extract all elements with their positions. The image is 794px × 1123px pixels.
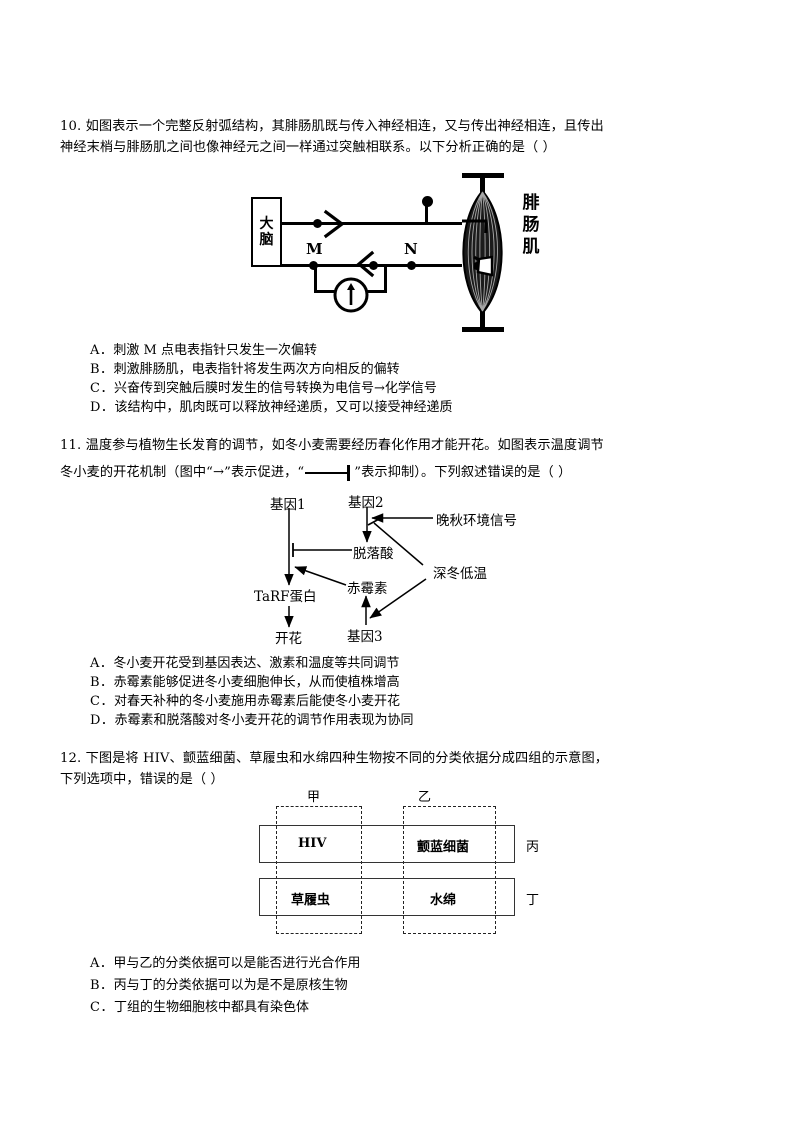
node-ga: 赤霉素 (347, 581, 388, 597)
option-d-text: 该结构中，肌肉既可以释放神经递质，又可以接受神经递质 (114, 400, 453, 415)
gastrocnemius-muscle-icon (462, 173, 504, 332)
question-11-option-d[interactable]: D．赤霉素和脱落酸对冬小麦开花的调节作用表现为协同 (90, 711, 413, 730)
cell-spirogyra: 水绵 (430, 893, 457, 908)
point-n-dot (407, 261, 416, 270)
cell-hiv: HIV (298, 836, 327, 851)
afferent-electrode-bulb (422, 196, 433, 207)
galvanometer-left-lead (314, 265, 317, 293)
option-c-text: 对春天补种的冬小麦施用赤霉素后能使冬小麦开花 (113, 694, 400, 709)
option-d-label: D． (90, 400, 115, 415)
row-header-ding: 丁 (526, 893, 540, 908)
point-n-label: N (404, 240, 418, 258)
afferent-dot (313, 219, 322, 228)
dashed-column-jia (276, 806, 362, 934)
inhibition-symbol-icon (305, 464, 353, 481)
solid-row-bing (259, 825, 515, 863)
column-header-jia: 甲 (307, 790, 321, 805)
question-10-option-d[interactable]: D．该结构中，肌肉既可以释放神经递质，又可以接受神经递质 (90, 398, 452, 417)
option-b-text: 丙与丁的分类依据可以为是不是原核生物 (113, 978, 348, 993)
cell-cyanobacteria: 颤蓝细菌 (417, 840, 470, 855)
option-a-text: 刺激 M 点电表指针只发生一次偏转 (113, 343, 317, 358)
question-11-option-b[interactable]: B．赤霉素能够促进冬小麦细胞伸长，从而使植株增高 (90, 673, 400, 692)
wheat-flowering-mechanism-diagram: 基因1 基因2 晚秋环境信号 脱落酸 深冬低温 赤霉素 TaRF蛋白 基因3 开… (248, 487, 558, 647)
option-b-label: B． (90, 675, 114, 690)
afferent-nerve-wire (282, 222, 462, 225)
option-c-text: 兴奋传到突触后膜时发生的信号转换为电信号→化学信号 (113, 381, 437, 396)
option-b-text: 赤霉素能够促进冬小麦细胞伸长，从而使植株增高 (113, 675, 400, 690)
efferent-synapse-chevron-icon (356, 250, 375, 278)
galvanometer-left-lead-h (314, 290, 340, 293)
question-11-stem-line-1: 11. 温度参与植物生长发育的调节，如冬小麦需要经历春化作用才能开花。如图表示温… (60, 438, 604, 453)
question-12-option-b[interactable]: B．丙与丁的分类依据可以为是不是原核生物 (90, 976, 348, 995)
node-tarf-protein: TaRF蛋白 (254, 589, 317, 605)
question-12-option-c[interactable]: C．丁组的生物细胞核中都具有染色体 (90, 998, 309, 1017)
option-a-label: A． (90, 656, 114, 671)
brain-label-char-1: 大 (259, 216, 274, 232)
option-b-label: B． (90, 978, 114, 993)
solid-row-ding (259, 878, 515, 916)
afferent-electrode-stalk (425, 204, 428, 223)
node-gene2: 基因2 (348, 495, 384, 511)
option-d-label: D． (90, 713, 115, 728)
reflex-arc-diagram: 大 脑 M N (248, 172, 548, 337)
question-10-option-a[interactable]: A．刺激 M 点电表指针只发生一次偏转 (90, 341, 317, 360)
question-12-stem-line-1: 12. 下图是将 HIV、颤蓝细菌、草履虫和水绵四种生物按不同的分类依据分成四组… (60, 751, 609, 766)
option-a-text: 甲与乙的分类依据可以是能否进行光合作用 (113, 956, 361, 971)
row-header-bing: 丙 (526, 840, 540, 855)
brain-box: 大 脑 (251, 197, 282, 267)
point-m-dot (309, 261, 318, 270)
node-flowering: 开花 (275, 631, 302, 647)
organism-classification-diagram: 甲 乙 丙 丁 HIV 颤蓝细菌 草履虫 水绵 (258, 786, 558, 936)
dashed-column-yi (403, 806, 496, 934)
option-a-label: A． (90, 956, 114, 971)
option-d-text: 赤霉素和脱落酸对冬小麦开花的调节作用表现为协同 (114, 713, 414, 728)
node-late-autumn-signal: 晚秋环境信号 (436, 513, 517, 529)
node-gene1: 基因1 (270, 497, 306, 513)
question-12-stem-line-2: 下列选项中，错误的是（ ） (60, 772, 224, 787)
option-a-label: A． (90, 343, 114, 358)
brain-label-char-2: 脑 (259, 232, 274, 248)
question-11-stem-line-2-part-a: 冬小麦的开花机制（图中“→”表示促进，“ (60, 465, 305, 480)
flowering-mechanism-arrows (284, 507, 433, 628)
question-10-stem-line-1: 10. 如图表示一个完整反射弧结构，其腓肠肌既与传入神经相连，又与传出神经相连，… (60, 119, 604, 134)
muscle-label-char-3: 肌 (522, 237, 540, 257)
point-m-label: M (306, 240, 323, 258)
node-aba: 脱落酸 (353, 546, 394, 562)
option-c-label: C． (90, 1000, 114, 1015)
option-b-text: 刺激腓肠肌，电表指针将发生两次方向相反的偏转 (113, 362, 400, 377)
efferent-synapse-dot (369, 261, 378, 270)
galvanometer-right-lead (384, 265, 387, 293)
muscle-label-char-1: 腓 (522, 193, 540, 213)
node-deep-winter-cold: 深冬低温 (433, 566, 487, 582)
option-c-text: 丁组的生物细胞核中都具有染色体 (113, 1000, 309, 1015)
cell-paramecium: 草履虫 (291, 893, 331, 908)
muscle-label-char-2: 肠 (522, 215, 540, 235)
gastrocnemius-label: 腓 肠 肌 (520, 192, 542, 258)
option-a-text: 冬小麦开花受到基因表达、激素和温度等共同调节 (113, 656, 400, 671)
option-c-label: C． (90, 694, 114, 709)
node-gene3: 基因3 (347, 629, 383, 645)
option-c-label: C． (90, 381, 114, 396)
option-b-label: B． (90, 362, 114, 377)
question-10-option-b[interactable]: B．刺激腓肠肌，电表指针将发生两次方向相反的偏转 (90, 360, 400, 379)
question-10-option-c[interactable]: C．兴奋传到突触后膜时发生的信号转换为电信号→化学信号 (90, 379, 437, 398)
question-11-option-c[interactable]: C．对春天补种的冬小麦施用赤霉素后能使冬小麦开花 (90, 692, 400, 711)
afferent-synapse-chevron-icon (323, 209, 345, 239)
galvanometer-right-lead-h (361, 290, 387, 293)
column-header-yi: 乙 (418, 790, 432, 805)
question-11-option-a[interactable]: A．冬小麦开花受到基因表达、激素和温度等共同调节 (90, 654, 399, 673)
galvanometer-icon (333, 277, 369, 313)
question-10-stem-line-2: 神经末梢与腓肠肌之间也像神经元之间一样通过突触相联系。以下分析正确的是（ ） (60, 140, 556, 155)
question-12-option-a[interactable]: A．甲与乙的分类依据可以是能否进行光合作用 (90, 954, 360, 973)
question-11-stem-line-2-part-b: ”表示抑制）。下列叙述错误的是（ ） (354, 465, 572, 480)
question-11-stem-line-2: 冬小麦的开花机制（图中“→”表示促进，“ ”表示抑制）。下列叙述错误的是（ ） (60, 462, 571, 483)
